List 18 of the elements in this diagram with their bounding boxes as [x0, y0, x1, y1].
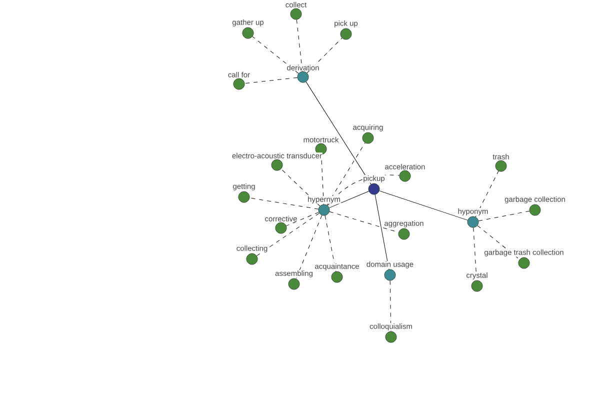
connector-line: [306, 82, 372, 184]
connector-line: [326, 142, 366, 206]
connector-line: [249, 198, 319, 210]
connector-line: [256, 212, 320, 256]
connector-line: [329, 190, 369, 208]
connector-line: [286, 212, 319, 226]
connector-line: [477, 225, 520, 260]
connector-line: [280, 168, 320, 206]
connector-line: [374, 194, 390, 270]
connector-line: [329, 211, 399, 233]
connector-line: [306, 38, 342, 74]
connector-line: [478, 210, 530, 222]
connector-line: [244, 77, 298, 84]
connector-line: [379, 190, 468, 220]
connector-line: [324, 215, 336, 272]
connector-line: [327, 174, 400, 206]
connector-line: [475, 170, 499, 218]
connector-line: [252, 36, 299, 74]
